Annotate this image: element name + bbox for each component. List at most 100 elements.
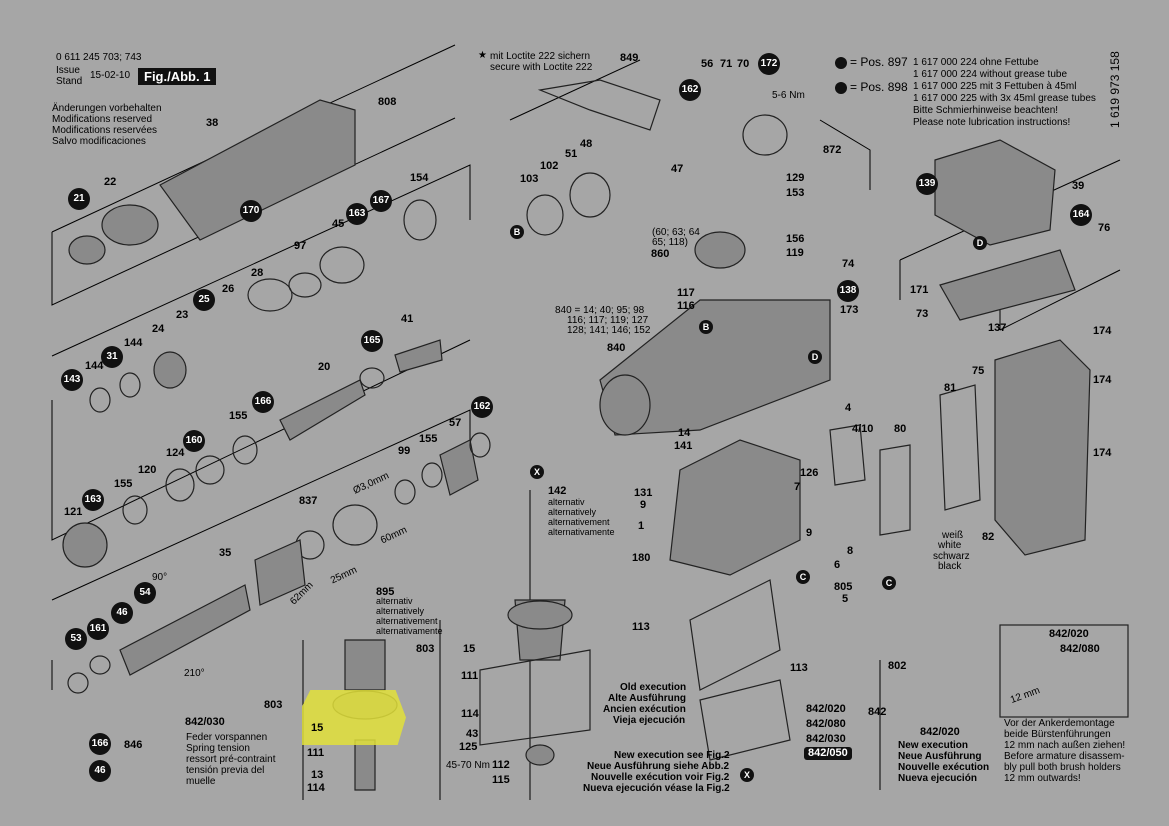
part-144: 144 xyxy=(124,337,143,349)
brush-note: 12 mm outwards! xyxy=(1004,773,1081,784)
part-38: 38 xyxy=(206,117,219,129)
part-26: 26 xyxy=(222,283,235,295)
part-129: 129 xyxy=(786,172,805,184)
part-dot-165: 165 xyxy=(361,330,383,352)
alt-142: alternativamente xyxy=(548,527,615,537)
note-de: Änderungen vorbehalten xyxy=(52,103,162,114)
note-es: Salvo modificaciones xyxy=(52,136,146,147)
marker-x: X xyxy=(530,465,544,479)
part-154: 154 xyxy=(410,172,429,184)
part-dot-54: 54 xyxy=(134,582,156,604)
grease-line: 1 617 000 224 without grease tube xyxy=(913,69,1068,80)
marker-x: X xyxy=(740,768,754,782)
torque-label-2: 45-70 Nm xyxy=(446,760,490,771)
grease-line: Bitte Schmierhinweise beachten! xyxy=(913,105,1059,116)
part-dot-172: 172 xyxy=(758,53,780,75)
new-exec-fig2: Nouvelle exécution voir Fig.2 xyxy=(591,772,730,783)
stand-label: Stand xyxy=(56,76,83,87)
part-860: 860 xyxy=(651,248,670,260)
part-dot-160: 160 xyxy=(183,430,205,452)
part-number: 0 611 245 703; 743 xyxy=(56,52,142,63)
part-97: 97 xyxy=(294,240,307,252)
part-112: 112 xyxy=(492,759,510,771)
part-174: 174 xyxy=(1093,447,1112,459)
part-174: 174 xyxy=(1093,325,1112,337)
part-dot-164: 164 xyxy=(1070,204,1092,226)
part-119: 119 xyxy=(786,247,804,259)
part-121: 121 xyxy=(64,506,83,518)
part-1: 1 xyxy=(638,520,645,532)
part-22: 22 xyxy=(104,176,117,188)
part-115: 115 xyxy=(492,774,510,786)
part-131: 131 xyxy=(634,487,653,499)
note-en: Modifications reserved xyxy=(52,114,153,125)
part-4-10: 4/10 xyxy=(852,423,874,435)
part-842-020: 842/020 xyxy=(806,703,846,715)
part-842-020: 842/020 xyxy=(920,726,960,738)
part-70: 70 xyxy=(737,58,750,70)
part-74: 74 xyxy=(842,258,855,270)
alt-895: alternativamente xyxy=(376,626,443,636)
grease-line: 1 617 000 225 mit 3 Fettuben à 45ml xyxy=(913,81,1077,92)
part-842-020: 842/020 xyxy=(1049,628,1089,640)
wire-label: white xyxy=(938,540,962,551)
spring-note: muelle xyxy=(186,776,216,787)
part-842-050: 842/050 xyxy=(804,747,852,760)
part-842-080: 842/080 xyxy=(1060,643,1100,655)
part-48: 48 xyxy=(580,138,593,150)
part-dot-170: 170 xyxy=(240,200,262,222)
doc-code: 1 619 973 158 xyxy=(1108,51,1122,128)
part-6: 6 xyxy=(834,559,841,571)
part-9: 9 xyxy=(806,527,813,539)
wire-label: schwarz xyxy=(933,551,970,562)
part-51: 51 xyxy=(565,148,578,160)
alt-142: alternatively xyxy=(548,507,597,517)
part-124: 124 xyxy=(166,447,185,459)
part-dot-138: 138 xyxy=(837,280,859,302)
note-840: 840 = 14; 40; 95; 98 xyxy=(555,305,645,316)
part-dot-166: 166 xyxy=(252,391,274,413)
loctite-en: secure with Loctite 222 xyxy=(490,62,593,73)
part-13: 13 xyxy=(311,769,324,781)
part-802: 802 xyxy=(888,660,907,672)
part-174: 174 xyxy=(1093,374,1112,386)
part-173: 173 xyxy=(840,304,859,316)
old-exec: Vieja ejecución xyxy=(613,715,686,726)
part-dot-21: 21 xyxy=(68,188,90,210)
part-842: 842 xyxy=(868,706,887,718)
part-111: 111 xyxy=(461,670,479,682)
part-142: 142 xyxy=(548,485,567,497)
part-20: 20 xyxy=(318,361,331,373)
torque-label: 5-6 Nm xyxy=(772,90,805,101)
part-125: 125 xyxy=(459,741,478,753)
part-dot-143: 143 xyxy=(61,369,83,391)
part-80: 80 xyxy=(894,423,907,435)
part-73: 73 xyxy=(916,308,929,320)
brush-note: beide Bürstenführungen xyxy=(1004,729,1111,740)
marker-d: D xyxy=(808,350,822,364)
part-171: 171 xyxy=(910,284,929,296)
angle-210: 210° xyxy=(184,668,205,679)
note-fr: Modifications reservées xyxy=(52,125,158,136)
part-7: 7 xyxy=(794,481,801,493)
note-840: 128; 141; 146; 152 xyxy=(567,325,651,336)
part-113: 113 xyxy=(632,621,650,633)
part-840: 840 xyxy=(607,342,626,354)
marker-d: D xyxy=(973,236,987,250)
part-dot-163: 163 xyxy=(82,489,104,511)
part-99: 99 xyxy=(398,445,411,457)
part-82: 82 xyxy=(982,531,995,543)
brush-note: 12 mm nach außen ziehen! xyxy=(1004,740,1126,751)
part-803: 803 xyxy=(416,643,435,655)
part-45: 45 xyxy=(332,218,345,230)
part-808: 808 xyxy=(378,96,397,108)
new-exec-fig2: Neue Ausführung siehe Abb.2 xyxy=(587,761,730,772)
figure-title: Fig./Abb. 1 xyxy=(138,68,217,85)
part-dot-161: 161 xyxy=(87,618,109,640)
marker-b: B xyxy=(510,225,524,239)
part-103: 103 xyxy=(520,173,539,185)
part-14: 14 xyxy=(678,427,691,439)
grease-line: 1 617 000 224 ohne Fettube xyxy=(913,57,1039,68)
part-dot-25: 25 xyxy=(193,289,215,311)
